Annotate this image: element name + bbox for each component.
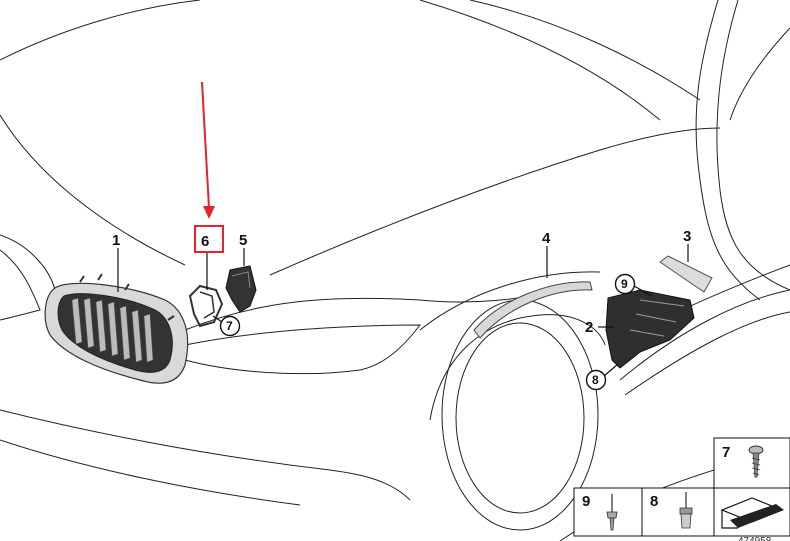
callout-2: 2: [585, 319, 593, 336]
wheel-arch-strip-part: [473, 281, 593, 339]
callout-6: 6: [201, 233, 209, 250]
legend-label-9: 9: [582, 493, 590, 510]
side-panel-part: [605, 289, 695, 369]
screw-icon: [748, 445, 764, 478]
callout-3: 3: [683, 228, 691, 245]
bracket-part-5: [225, 265, 257, 313]
callout-1: 1: [112, 232, 120, 249]
cover-plate-part: [659, 255, 713, 293]
legend-label-8: 8: [650, 493, 658, 510]
circled-callout-7: 7: [219, 315, 241, 337]
callout-4: 4: [542, 230, 551, 247]
circled-callout-8-label: 8: [592, 373, 599, 387]
leader-lines: [117, 244, 689, 377]
kidney-grille-part: [44, 273, 189, 384]
legend-label-7: 7: [722, 444, 730, 461]
rivet-icon: [606, 494, 618, 531]
highlight-box: [194, 225, 224, 253]
direction-arrow-icon: [720, 497, 784, 529]
circled-callout-9-label: 9: [621, 277, 628, 291]
circled-callout-9: 9: [614, 273, 636, 295]
diagram-id: 474958: [738, 536, 772, 541]
highlight-marker: [194, 81, 224, 253]
callout-5: 5: [239, 232, 247, 249]
bracket-part-6: [188, 284, 224, 328]
fastener-legend: 7 9 8: [573, 437, 790, 537]
expanding-rivet-icon: [679, 492, 693, 529]
circled-callout-8: 8: [585, 369, 607, 391]
circled-callout-7-label: 7: [226, 319, 233, 333]
